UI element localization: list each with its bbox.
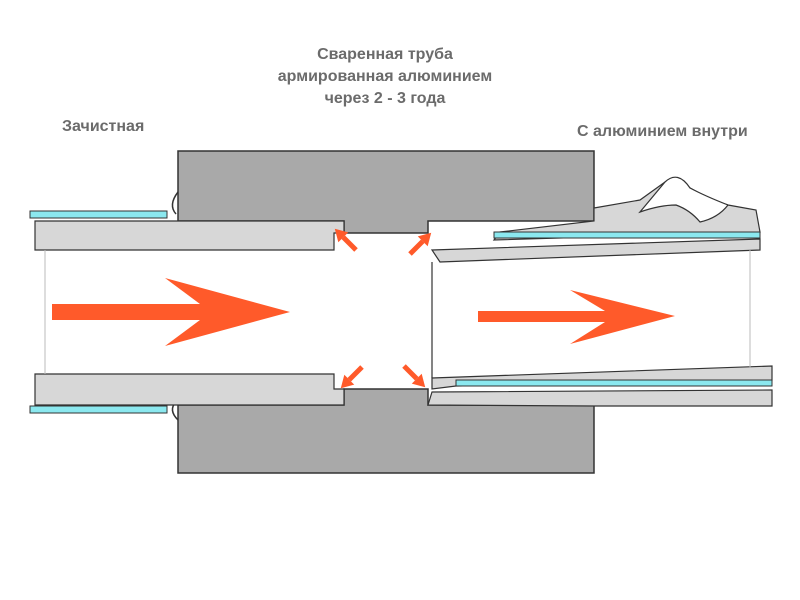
left-pipe-wall-top	[34, 220, 345, 251]
right-pipe-burr	[638, 176, 729, 223]
pressure-arrow-bottom-right	[402, 364, 426, 388]
flow-arrow-left	[52, 278, 290, 346]
left-aluminium-strip-bottom	[29, 405, 168, 414]
right-pipe	[427, 176, 773, 407]
left-pipe-label: Зачистная	[62, 118, 145, 135]
left-pipe	[29, 210, 345, 414]
right-aluminium-strip-bottom	[455, 379, 773, 387]
pressure-arrow-top-right	[408, 232, 432, 256]
fitting-weld-bead-top	[171, 191, 179, 215]
right-pipe-outer-bottom	[427, 389, 773, 407]
pressure-arrows	[334, 228, 432, 389]
left-pipe-wall-bottom	[34, 373, 345, 406]
flow-arrows	[52, 278, 675, 346]
right-pipe-label: С алюминием внутри	[577, 123, 748, 140]
title-line-3: через 2 - 3 года	[324, 90, 446, 107]
left-aluminium-strip-top	[29, 210, 168, 219]
right-pipe-inner-top	[430, 238, 761, 263]
right-aluminium-strip-top	[493, 231, 761, 239]
title-line-2: армированная алюминием	[277, 68, 493, 85]
title-line-1: Сваренная труба	[317, 46, 453, 63]
pressure-arrow-bottom-left	[340, 365, 364, 389]
pressure-arrow-top-left	[334, 228, 358, 252]
diagram-title: Сваренная труба армированная алюминием ч…	[230, 44, 540, 110]
flow-arrow-right	[478, 290, 675, 344]
